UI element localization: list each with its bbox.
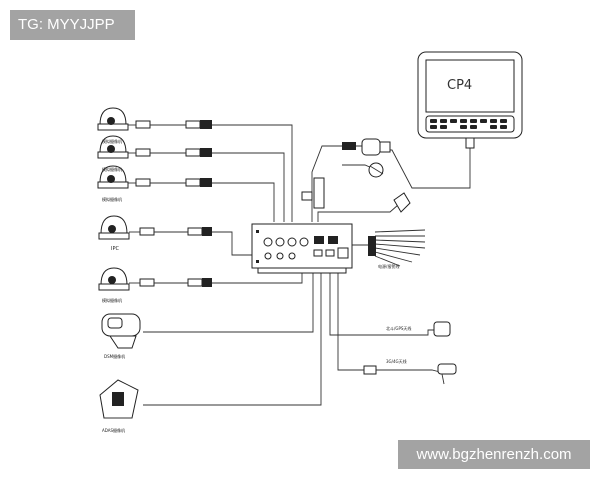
camera-label-dsm: DSM摄像机 [104, 353, 125, 359]
camera-label-ipc: IPC [111, 246, 119, 252]
cellular-cable-connector [363, 365, 377, 375]
camera-label-adas: ADAS摄像机 [102, 427, 125, 433]
gps-antenna [433, 321, 451, 337]
remote-key [393, 192, 411, 213]
misc-module [368, 162, 384, 178]
cellular-antenna [437, 363, 457, 385]
dome-camera-1 [97, 107, 129, 131]
dome-camera-3 [97, 165, 129, 189]
camera-label-1: 模拟摄像机 [102, 138, 122, 144]
monitor-screen-text: CP4 [447, 78, 472, 93]
power-cable-label: 电源/报警线 [378, 263, 399, 269]
cellular-cable-label: 3G/4G天线 [386, 358, 407, 364]
ipc-camera [98, 215, 130, 240]
cp4-monitor [417, 51, 523, 149]
dsm-camera [101, 313, 141, 349]
monitor-cable-connectors [301, 138, 391, 209]
gps-cable-label: 北斗/GPS天线 [386, 325, 411, 331]
mdvr-unit [251, 223, 353, 274]
camera-label-2: 模拟摄像机 [102, 166, 122, 172]
camera-label-5: 模拟摄像机 [102, 297, 122, 303]
watermark-top-left: TG: MYYJJPP [10, 10, 135, 40]
dome-camera-2 [97, 135, 129, 159]
adas-camera [99, 379, 139, 419]
watermark-bottom-right: www.bgzhenrenzh.com [398, 440, 590, 469]
cable-connectors [128, 120, 212, 287]
dome-camera-5 [98, 267, 130, 291]
camera-label-3: 模拟摄像机 [102, 196, 122, 202]
power-harness [368, 236, 376, 256]
wires [143, 124, 471, 406]
